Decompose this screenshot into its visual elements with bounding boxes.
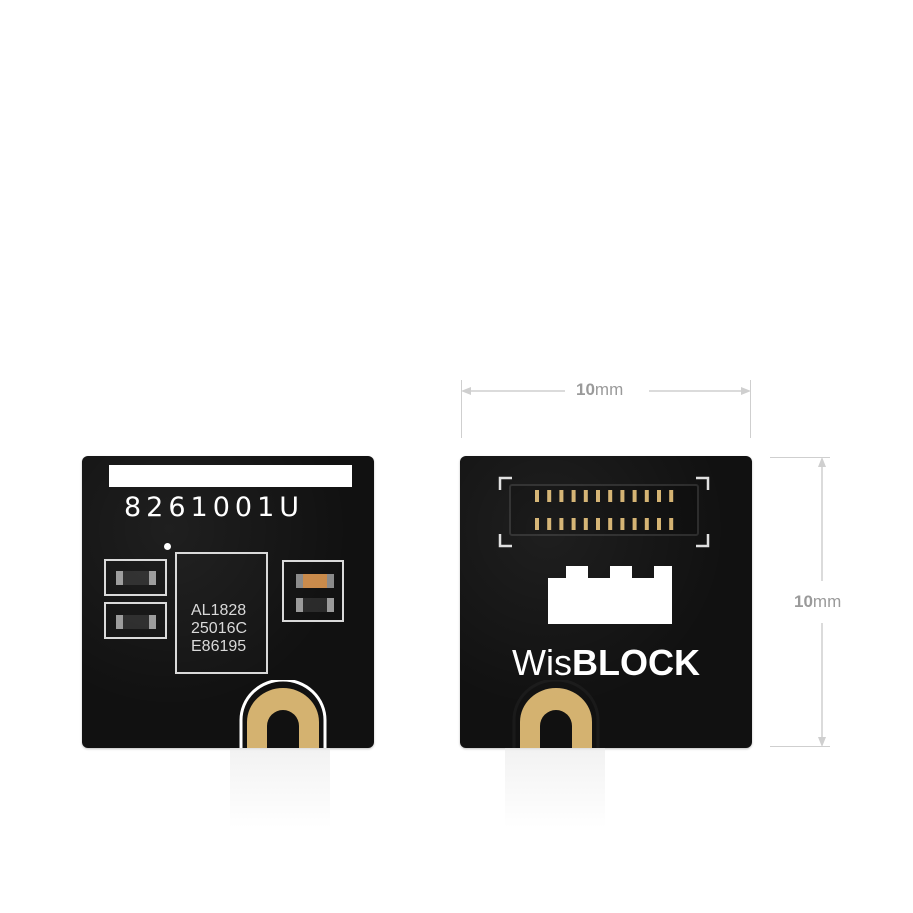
connector-pin [608,518,613,530]
connector-pin [583,518,588,530]
pin1-marker [164,543,171,550]
connector-pin [547,490,552,502]
brand-prefix: Wis [512,642,572,683]
connector-pin [669,518,674,530]
dimension-extension-left [461,380,462,438]
capacitor-component [296,574,334,588]
board-serial: 8261001U [124,492,305,523]
sensor-chip: AL1828 25016C E86195 [175,552,268,674]
connector-pin [669,490,674,502]
connector-pin [571,518,576,530]
connector-pin [535,490,539,502]
connector-pin [547,518,552,530]
width-dimension-unit: mm [594,380,624,399]
connector-pin [559,490,564,502]
connector-pin [620,490,625,502]
chip-marking-line: AL1828 [191,602,247,619]
connector-pin [608,490,613,502]
connector-pin [632,490,637,502]
gold-mounting-pad [237,678,329,748]
connector-pin [596,518,600,530]
connector-pin [571,490,576,502]
connector-pin [632,518,637,530]
connector-pin [657,518,661,530]
smd-component [116,571,156,585]
smd-frame-top-left [104,559,167,596]
height-dimension-label: 10mm [794,592,841,612]
dimension-extension-right [750,380,751,438]
wisblock-logo: WisBLOCK [460,642,752,684]
dimension-extension-top [770,457,830,458]
gold-mounting-pad [510,678,602,748]
connector-pin [644,518,649,530]
connector-pin [596,490,600,502]
smd-frame-bottom-left [104,602,167,639]
smd-component [116,615,156,629]
connector-pin [657,490,661,502]
chip-marking: AL1828 25016C E86195 [191,602,247,656]
silkscreen-outline-block [548,566,672,624]
connector-pin [583,490,588,502]
chip-marking-line: E86195 [191,638,247,655]
smd-frame-right [282,560,344,622]
pad-reflection [230,748,330,828]
dimension-extension-bottom [770,746,830,747]
connector-pin [535,518,539,530]
chip-marking-line: 25016C [191,620,248,637]
connector-pin [559,518,564,530]
sensor-board-front: 8261001U AL1828 25016C E86195 [82,456,374,748]
connector-pin [620,518,625,530]
pad-reflection [505,748,605,828]
width-dimension-arrow [461,387,751,395]
board-to-board-connector [509,484,699,536]
height-dimension-value: 10 [794,592,813,611]
width-dimension-value: 10 [576,380,595,399]
sensor-board-back: WisBLOCK [460,456,752,748]
height-dimension-unit: mm [812,592,842,611]
width-dimension-label: 10mm [576,380,623,400]
smd-component [296,598,334,612]
connector-silkscreen [498,476,710,548]
brand-suffix: BLOCK [571,642,700,683]
connector-pin [644,490,649,502]
height-dimension-arrow [818,457,826,747]
label-strip [109,465,352,487]
